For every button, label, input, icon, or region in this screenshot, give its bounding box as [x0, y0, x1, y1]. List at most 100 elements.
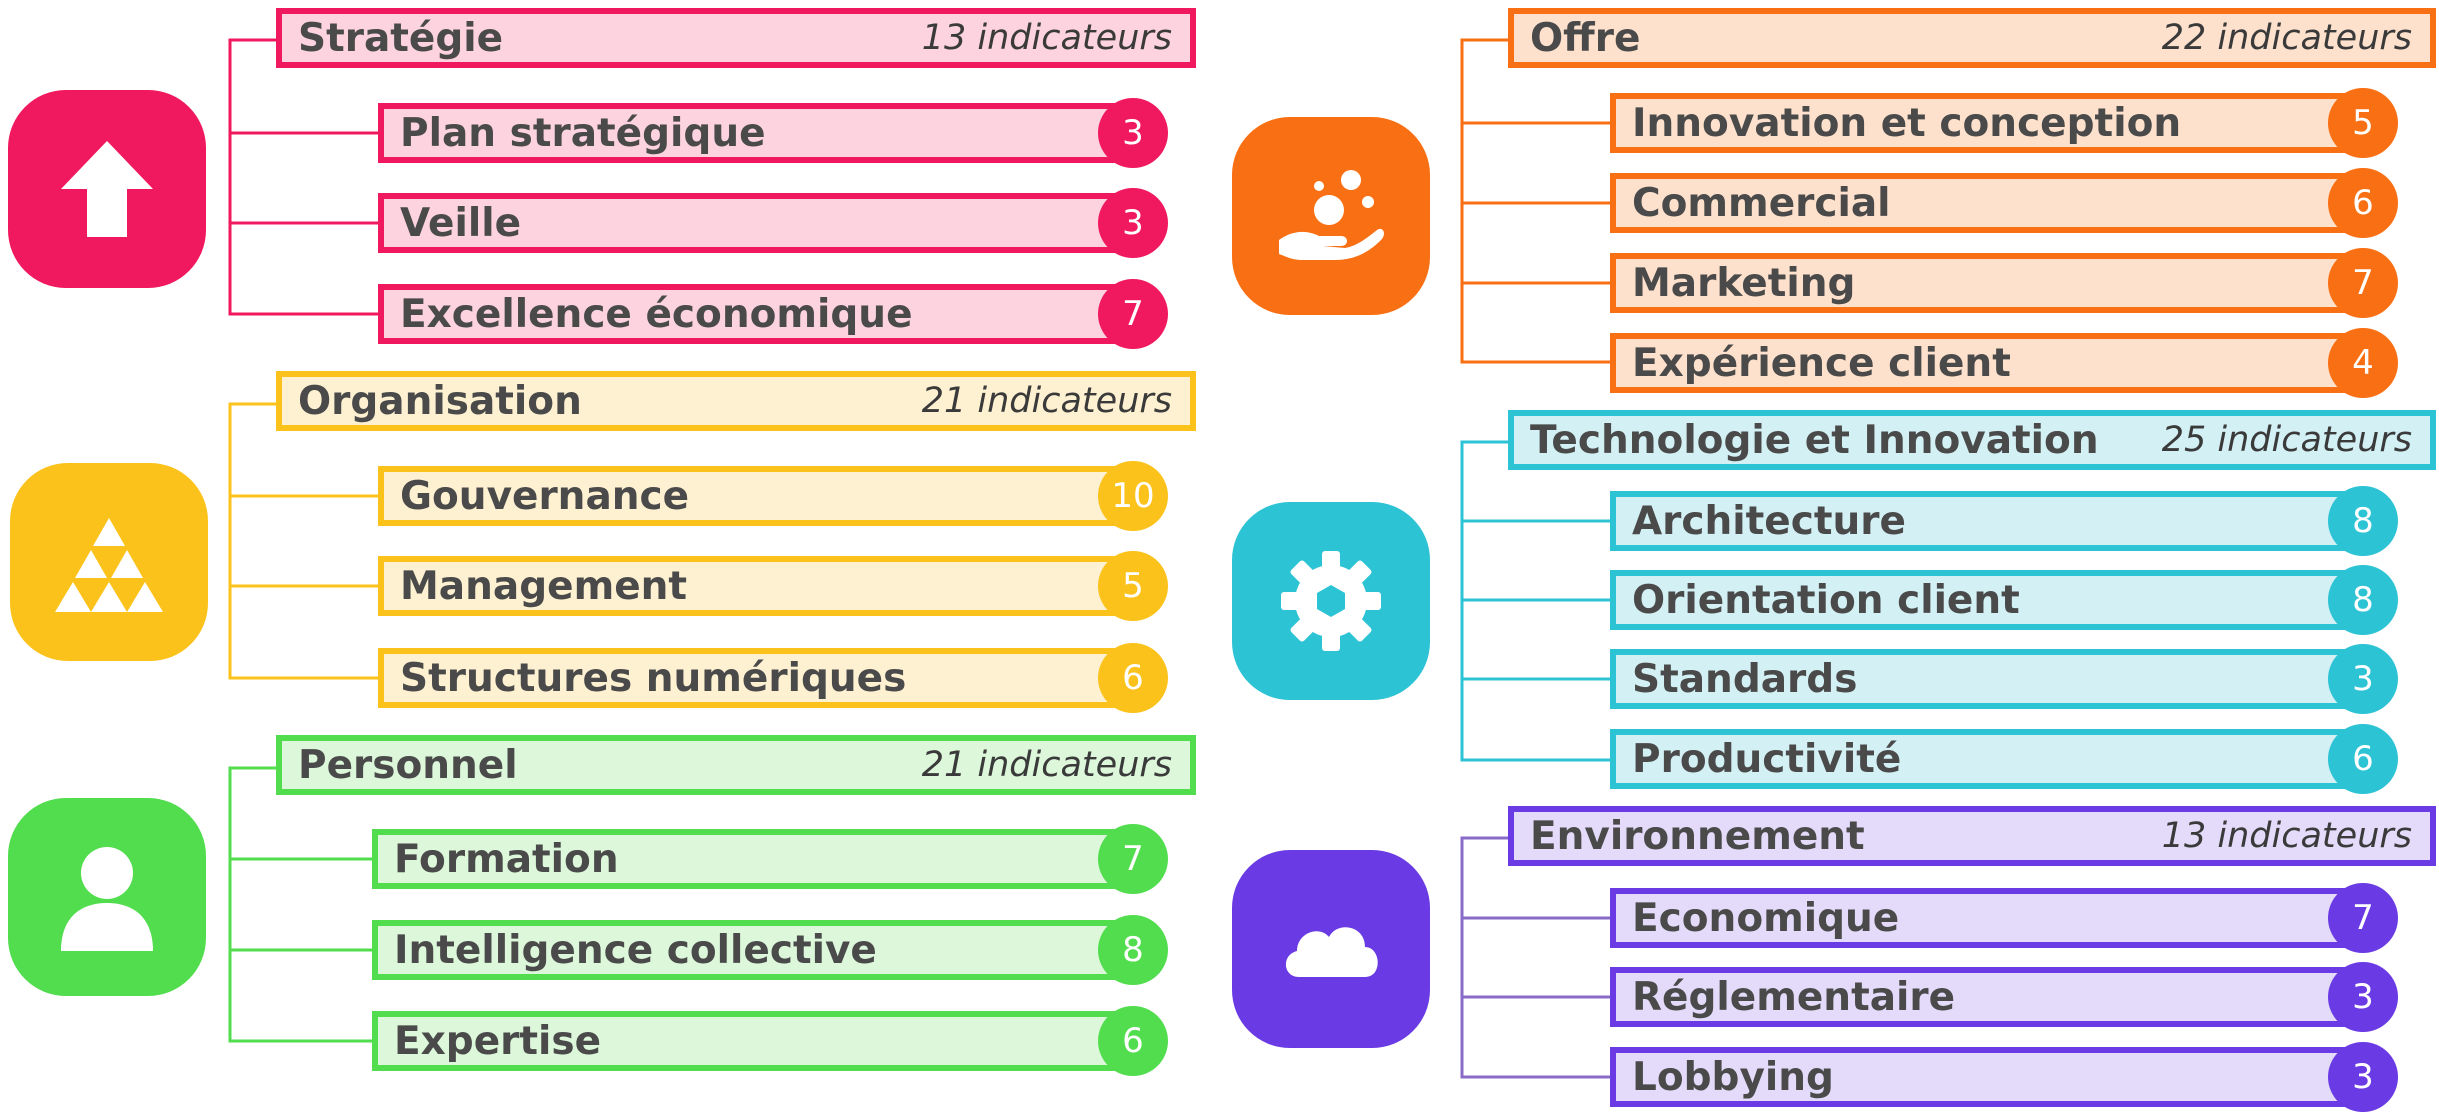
group-technologie: Technologie et Innovation 25 indicateurs… — [1220, 402, 2439, 802]
person-icon — [61, 847, 153, 951]
item-label: Innovation et conception — [1632, 100, 2182, 146]
group-header-strategie: Stratégie 13 indicateurs — [276, 8, 1196, 68]
triangles-icon — [55, 518, 163, 612]
item-label: Excellence économique — [400, 291, 913, 337]
item-lobbying: Lobbying 3 — [1610, 1042, 2398, 1112]
item-architecture: Architecture 8 — [1610, 486, 2398, 556]
item-count-badge: 3 — [2328, 962, 2398, 1032]
item-label: Productivité — [1632, 736, 1902, 782]
item-marketing: Marketing 7 — [1610, 248, 2398, 318]
technologie-icon-tile — [1232, 502, 1430, 700]
item-count-badge: 10 — [1098, 461, 1168, 531]
group-organisation: Organisation 21 indicateurs Gouvernance … — [0, 364, 1200, 724]
item-intelligence-collective: Intelligence collective 8 — [372, 915, 1168, 985]
item-label: Lobbying — [1632, 1054, 1834, 1100]
environnement-icon-tile — [1232, 850, 1430, 1048]
group-header-technologie: Technologie et Innovation 25 indicateurs — [1508, 410, 2436, 470]
item-count-badge: 6 — [2328, 168, 2398, 238]
item-veille: Veille 3 — [378, 188, 1168, 258]
organisation-icon-tile — [10, 463, 208, 661]
indicator-count: 21 indicateurs — [921, 745, 1172, 785]
group-header-environnement: Environnement 13 indicateurs — [1508, 806, 2436, 866]
item-label: Structures numériques — [400, 655, 907, 701]
group-title: Offre — [1530, 15, 1641, 61]
item-count-badge: 8 — [2328, 565, 2398, 635]
item-structures-numeriques: Structures numériques 6 — [378, 643, 1168, 713]
group-strategie: Stratégie 13 indicateurs Plan stratégiqu… — [0, 0, 1200, 360]
item-count-badge: 3 — [2328, 644, 2398, 714]
item-label: Expertise — [394, 1018, 602, 1064]
item-count-badge: 7 — [2328, 883, 2398, 953]
item-label: Orientation client — [1632, 577, 2020, 623]
indicator-count: 13 indicateurs — [2161, 816, 2412, 856]
group-environnement: Environnement 13 indicateurs Economique … — [1220, 800, 2439, 1112]
item-count-badge: 3 — [2328, 1042, 2398, 1112]
group-title: Technologie et Innovation — [1530, 417, 2099, 463]
item-count-badge: 7 — [2328, 248, 2398, 318]
item-label: Standards — [1632, 656, 1858, 702]
item-orientation-client: Orientation client 8 — [1610, 565, 2398, 635]
item-excellence-economique: Excellence économique 7 — [378, 279, 1168, 349]
item-experience-client: Expérience client 4 — [1610, 328, 2398, 398]
item-label: Expérience client — [1632, 340, 2011, 386]
group-header-offre: Offre 22 indicateurs — [1508, 8, 2436, 68]
item-standards: Standards 3 — [1610, 644, 2398, 714]
connector-lines — [228, 38, 382, 316]
item-reglementaire: Réglementaire 3 — [1610, 962, 2398, 1032]
item-label: Economique — [1632, 895, 1900, 941]
item-count-badge: 3 — [1098, 188, 1168, 258]
item-count-badge: 5 — [1098, 551, 1168, 621]
cloud-icon — [1285, 927, 1378, 977]
personnel-icon-tile — [8, 798, 206, 996]
item-label: Formation — [394, 836, 619, 882]
strategie-icon-tile — [8, 90, 206, 288]
item-count-badge: 5 — [2328, 88, 2398, 158]
item-count-badge: 8 — [2328, 486, 2398, 556]
offre-icon-tile — [1232, 117, 1430, 315]
item-count-badge: 7 — [1098, 279, 1168, 349]
item-count-badge: 6 — [2328, 724, 2398, 794]
gear-icon — [1281, 551, 1381, 651]
item-productivite: Productivité 6 — [1610, 724, 2398, 794]
group-header-organisation: Organisation 21 indicateurs — [276, 371, 1196, 431]
indicator-count: 22 indicateurs — [2161, 18, 2412, 58]
group-title: Stratégie — [298, 15, 504, 61]
indicator-count: 13 indicateurs — [921, 18, 1172, 58]
item-label: Veille — [400, 200, 522, 246]
arrow-up-icon — [61, 141, 153, 237]
item-label: Gouvernance — [400, 473, 690, 519]
item-formation: Formation 7 — [372, 824, 1168, 894]
group-offre: Offre 22 indicateurs Innovation et conce… — [1220, 0, 2439, 400]
item-count-badge: 3 — [1098, 98, 1168, 168]
indicator-count: 21 indicateurs — [921, 381, 1172, 421]
indicator-count: 25 indicateurs — [2161, 420, 2412, 460]
item-label: Architecture — [1632, 498, 1906, 544]
group-title: Environnement — [1530, 813, 1865, 859]
item-innovation-et-conception: Innovation et conception 5 — [1610, 88, 2398, 158]
item-label: Réglementaire — [1632, 974, 1956, 1020]
connector-lines — [228, 402, 382, 680]
item-count-badge: 6 — [1098, 643, 1168, 713]
item-label: Management — [400, 563, 688, 609]
group-title: Personnel — [298, 742, 518, 788]
connector-lines — [1460, 836, 1614, 1079]
item-expertise: Expertise 6 — [372, 1006, 1168, 1076]
item-plan-strategique: Plan stratégique 3 — [378, 98, 1168, 168]
item-commercial: Commercial 6 — [1610, 168, 2398, 238]
item-count-badge: 8 — [1098, 915, 1168, 985]
item-count-badge: 6 — [1098, 1006, 1168, 1076]
item-count-badge: 4 — [2328, 328, 2398, 398]
group-header-personnel: Personnel 21 indicateurs — [276, 735, 1196, 795]
connector-lines — [228, 766, 376, 1043]
item-label: Plan stratégique — [400, 110, 766, 156]
item-label: Intelligence collective — [394, 927, 877, 973]
hand-bubbles-icon — [1279, 170, 1384, 260]
item-gouvernance: Gouvernance 10 — [378, 461, 1168, 531]
item-economique: Economique 7 — [1610, 883, 2398, 953]
group-title: Organisation — [298, 378, 582, 424]
item-label: Marketing — [1632, 260, 1856, 306]
connector-lines — [1460, 38, 1614, 364]
group-personnel: Personnel 21 indicateurs Formation 7 Int… — [0, 728, 1200, 1098]
connector-lines — [1460, 440, 1614, 762]
item-label: Commercial — [1632, 180, 1891, 226]
